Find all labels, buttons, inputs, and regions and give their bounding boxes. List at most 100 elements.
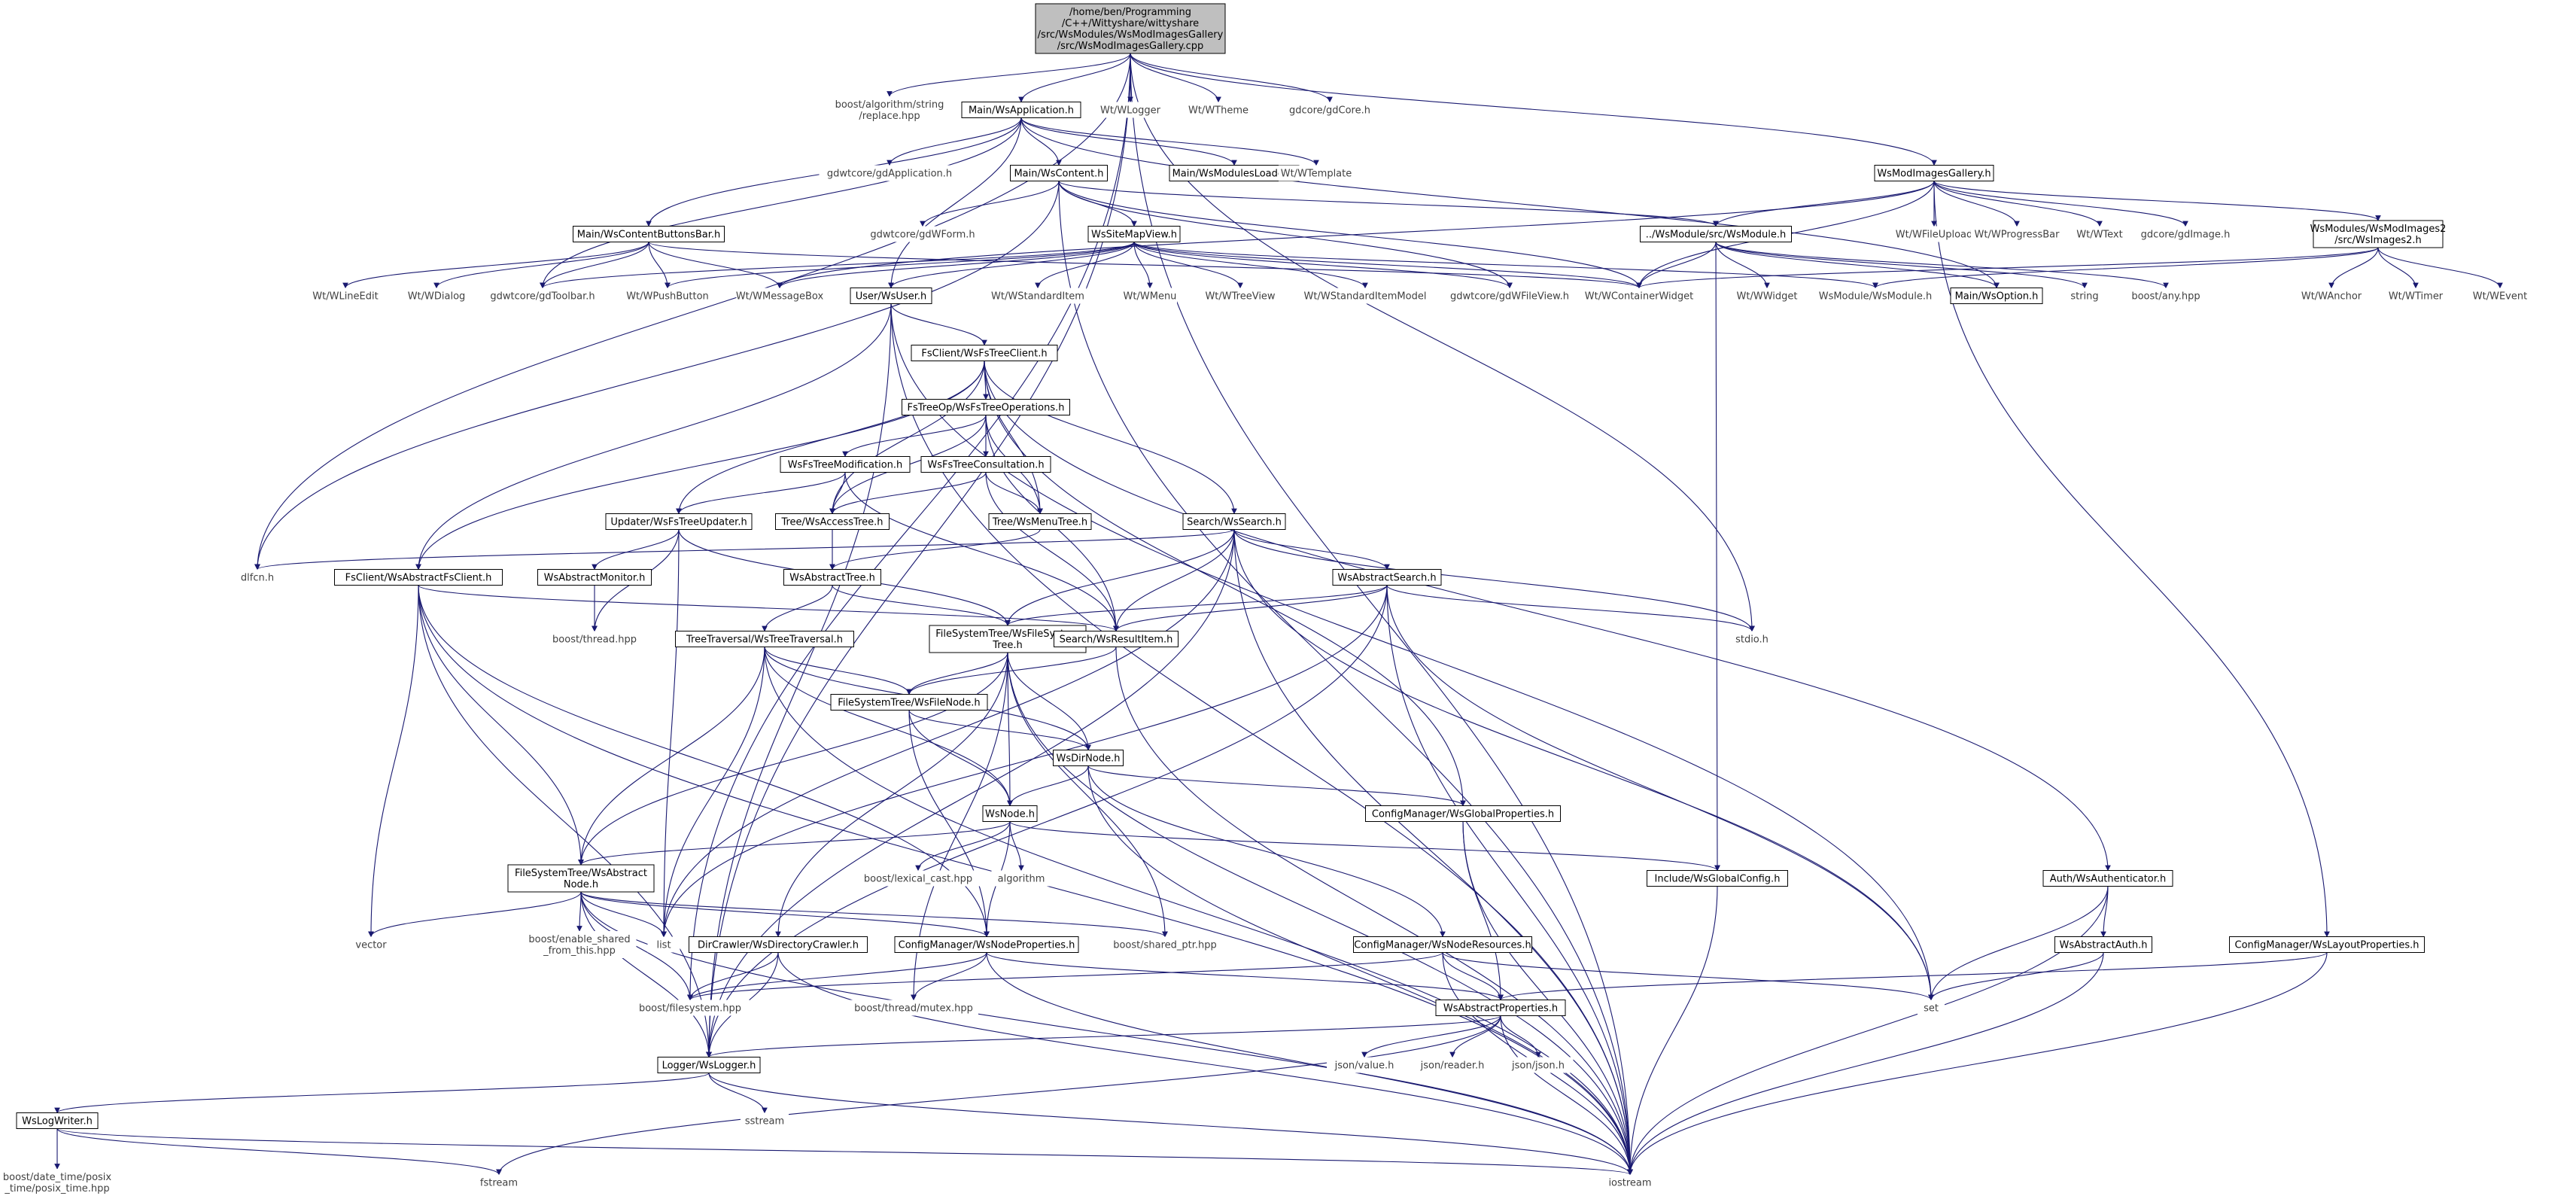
node-label-line: WsAbstractAuth.h — [2059, 940, 2147, 951]
edge-wsabstractproperties-to-iostream — [1500, 1015, 1633, 1176]
node-label: WsNode.h — [985, 809, 1035, 820]
edge-wsabstractfsclient-to-vector — [368, 585, 419, 938]
node-box — [647, 936, 680, 953]
edge-wslogger-to-iostream — [708, 1073, 1633, 1176]
edge-wsabstractproperties-to-fstream — [496, 1015, 1501, 1176]
node-label-line: WsFsTreeConsultation.h — [927, 460, 1044, 471]
edge-wsuser-to-set — [890, 303, 1934, 1001]
node-wsfstreeoperations[interactable]: FsTreeOp/WsFsTreeOperations.h — [902, 399, 1070, 415]
node-label: list — [656, 940, 671, 951]
edge-wssitemapview-to-gdwfileview — [1133, 242, 1513, 289]
edge-wsnode-to-algorithm — [1009, 821, 1024, 872]
node-wscontent[interactable]: Main/WsContent.h — [1010, 165, 1108, 181]
edge-wsabstractsearch-to-wsresultitem — [1113, 585, 1388, 632]
node-label-line: boost/lexical_cast.hpp — [864, 874, 972, 885]
graph-nodes: /home/ben/Programming/C++/Wittyshare/wit… — [0, 3, 2530, 1196]
edge-wsfstreeclient-to-wsglobalproperties — [984, 361, 1466, 807]
node-wsdirnode[interactable]: WsDirNode.h — [1053, 750, 1124, 766]
node-label-line: ../WsModule/src/WsModule.h — [1646, 230, 1787, 241]
node-wsabstractfsclient[interactable]: FsClient/WsAbstractFsClient.h — [334, 569, 503, 586]
node-wsnodeproperties[interactable]: ConfigManager/WsNodeProperties.h — [894, 936, 1079, 953]
node-wslogwriter[interactable]: WsLogWriter.h — [16, 1112, 99, 1129]
node-wslogger[interactable]: Logger/WsLogger.h — [657, 1057, 761, 1073]
edge-wssitemapview-to-wtreeview — [1133, 242, 1243, 289]
edge-wssitemapview-to-wstandarditemmodel — [1133, 242, 1368, 289]
node-wssitemapview[interactable]: WsSiteMapView.h — [1087, 226, 1181, 242]
edge-wsfilesystemtree-to-wsabstractnode — [578, 652, 1008, 866]
node-box — [1640, 226, 1792, 242]
node-wsfstreeupdater[interactable]: Updater/WsFsTreeUpdater.h — [605, 513, 753, 530]
node-label: Wt/WStandardItemModel — [1304, 291, 1427, 303]
node-label-line: ConfigManager/WsGlobalProperties.h — [1372, 809, 1554, 820]
node-label: Wt/WMessageBox — [736, 291, 824, 303]
node-root[interactable]: /home/ben/Programming/C++/Wittyshare/wit… — [1035, 3, 1226, 54]
node-wsfstreeclient[interactable]: FsClient/WsFsTreeClient.h — [911, 345, 1058, 361]
edge-wsfilesystemtree-to-boost-shared-ptr — [1007, 652, 1168, 938]
node-box — [1412, 1057, 1493, 1073]
node-box — [2299, 288, 2364, 304]
node-wslayoutproperties[interactable]: ConfigManager/WsLayoutProperties.h — [2229, 936, 2425, 953]
node-wsnode[interactable]: WsNode.h — [982, 805, 1038, 822]
node-label-line: string — [2070, 291, 2098, 303]
node-wsmodulesloader[interactable]: Main/WsModulesLoader.h — [1169, 165, 1300, 181]
dependency-edges — [54, 53, 2503, 1176]
node-box — [1010, 165, 1108, 181]
edge-wssitemapview-to-wmenu — [1133, 242, 1153, 289]
node-label-line: /C++/Wittyshare/wittyshare — [1062, 18, 1199, 29]
node-wtheme: Wt/WTheme — [1188, 102, 1248, 118]
edge-wsmodimagesgallery-to-wprogressbar — [1933, 181, 2020, 227]
node-label-line: WsModule/WsModule.h — [1819, 291, 1933, 303]
node-wsabstractmonitor[interactable]: WsAbstractMonitor.h — [537, 569, 652, 586]
node-wscontentbuttonsbar[interactable]: Main/WsContentButtonsBar.h — [573, 226, 725, 242]
node-wsoption[interactable]: Main/WsOption.h — [1950, 288, 2043, 304]
node-wsabstractsearch[interactable]: WsAbstractSearch.h — [1332, 569, 1442, 586]
node-box — [483, 288, 602, 304]
node-wsfstreeconsultation[interactable]: WsFsTreeConsultation.h — [920, 456, 1051, 473]
edge-wsnode-to-boost-lexical-cast — [915, 821, 1011, 872]
node-label: set — [1924, 1003, 1939, 1015]
node-box — [849, 1000, 978, 1016]
node-label-line: boost/thread/mutex.hpp — [854, 1003, 973, 1015]
node-wsimages2[interactable]: WsModules/WsModImages2/src/WsImages2.h — [2310, 220, 2447, 248]
node-wsnoderesources[interactable]: ConfigManager/WsNodeResources.h — [1353, 936, 1532, 953]
node-box — [1284, 102, 1376, 118]
node-label-line: Main/WsOption.h — [1955, 291, 2039, 303]
node-wsapplication[interactable]: Main/WsApplication.h — [961, 102, 1081, 118]
node-wsmodimagesgallery[interactable]: WsModImagesGallery.h — [1874, 165, 1994, 181]
node-wsresultitem[interactable]: Search/WsResultItem.h — [1054, 631, 1179, 647]
edge-wsabstractnode-to-iostream — [580, 891, 1633, 1176]
node-boost-thread-mutex: boost/thread/mutex.hpp — [849, 1000, 978, 1016]
edge-wsabstractnode-to-boost-shared-ptr — [580, 891, 1168, 938]
edge-wscontentbuttonsbar-to-wmessagebox — [648, 242, 783, 289]
node-wsauthenticator[interactable]: Auth/WsAuthenticator.h — [2042, 870, 2173, 887]
node-wsmodule-src[interactable]: ../WsModule/src/WsModule.h — [1640, 226, 1792, 242]
node-label: gdcore/gdImage.h — [2141, 230, 2231, 241]
node-wsabstractauth[interactable]: WsAbstractAuth.h — [2054, 936, 2152, 953]
node-wsfilenode[interactable]: FileSystemTree/WsFileNode.h — [830, 694, 988, 711]
node-wsglobalproperties[interactable]: ConfigManager/WsGlobalProperties.h — [1365, 805, 1561, 822]
node-label-line: Wt/WStandardItemModel — [1304, 291, 1427, 303]
node-label: gdwtcore/gdApplication.h — [827, 169, 952, 180]
node-label-line: /src/WsImages2.h — [2334, 235, 2422, 246]
node-wsabstractproperties[interactable]: WsAbstractProperties.h — [1435, 1000, 1566, 1016]
node-wlineedit: Wt/WLineEdit — [308, 288, 383, 304]
node-wsabstracttree[interactable]: WsAbstractTree.h — [783, 569, 881, 586]
node-wsuser[interactable]: User/WsUser.h — [850, 288, 932, 304]
node-wsmenutree[interactable]: Tree/WsMenuTree.h — [988, 513, 1092, 530]
node-wsaccesstree[interactable]: Tree/WsAccessTree.h — [775, 513, 890, 530]
node-wssearch[interactable]: Search/WsSearch.h — [1182, 513, 1286, 530]
edge-wsabstracttree-to-wstreetraversal — [762, 585, 833, 632]
edge-wsdirnode-to-wsglobalproperties — [1087, 765, 1466, 807]
node-label: ConfigManager/WsNodeProperties.h — [899, 940, 1075, 951]
node-box — [522, 931, 637, 958]
node-label-line: ConfigManager/WsLayoutProperties.h — [2235, 940, 2419, 951]
node-wsdirectorycrawler[interactable]: DirCrawler/WsDirectoryCrawler.h — [689, 936, 868, 953]
node-wsfstreemodification[interactable]: WsFsTreeModification.h — [780, 456, 911, 473]
edge-wsdirnode-to-iostream — [1087, 765, 1633, 1176]
node-label: json/reader.h — [1420, 1060, 1485, 1072]
node-wstreetraversal[interactable]: TreeTraversal/WsTreeTraversal.h — [675, 631, 854, 647]
node-box — [1728, 631, 1776, 647]
node-wsglobalconfig[interactable]: Include/WsGlobalConfig.h — [1647, 870, 1788, 887]
edge-wsfstreemodification-to-wsresultitem — [844, 472, 1119, 632]
